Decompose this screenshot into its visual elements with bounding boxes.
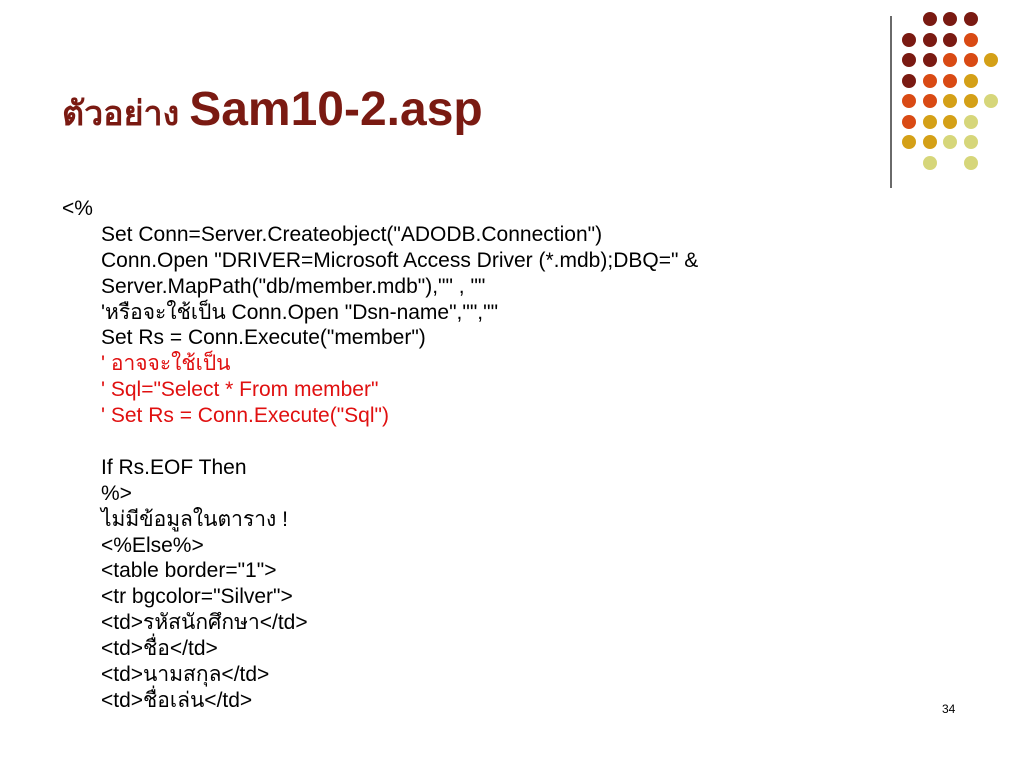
decorative-dot	[922, 73, 937, 88]
code-line: Server.MapPath("db/member.mdb"),"" , ""	[101, 274, 486, 298]
code-line: Conn.Open "DRIVER=Microsoft Access Drive…	[101, 248, 699, 272]
decorative-dot	[943, 53, 957, 67]
decorative-dot	[963, 135, 978, 149]
decorative-dot	[922, 135, 937, 149]
decorative-dot	[922, 114, 937, 129]
code-line: %>	[101, 481, 132, 505]
decorative-dot	[922, 53, 937, 67]
code-line: <td>รหัสนักศึกษา</td>	[101, 611, 308, 635]
decorative-dot	[943, 94, 957, 108]
code-line: 'หรือจะใช้เป็น Conn.Open "Dsn-name","","…	[101, 300, 499, 324]
decorative-dot	[984, 53, 998, 67]
decorative-dot	[943, 135, 957, 149]
code-line: Set Rs = Conn.Execute("member")	[101, 326, 426, 350]
decorative-dot-grid	[902, 12, 1012, 172]
decorative-dot	[963, 73, 978, 88]
code-comment-line: ' Set Rs = Conn.Execute("Sql")	[101, 404, 389, 428]
code-line: <td>ชื่อ</td>	[101, 637, 218, 661]
code-line: <table border="1">	[101, 559, 277, 583]
decorative-dot	[902, 135, 916, 149]
decorative-dot	[922, 12, 937, 26]
decorative-dot	[922, 155, 937, 170]
decorative-dot	[943, 114, 957, 129]
code-line: <%Else%>	[101, 533, 204, 557]
decorative-dot	[902, 73, 916, 88]
code-line: <%	[62, 197, 93, 220]
code-line: <td>ชื่อเล่น</td>	[101, 688, 253, 712]
decorative-dot	[902, 114, 916, 129]
decorative-divider-line	[890, 16, 892, 188]
code-line: ไม่มีข้อมูลในตาราง !	[101, 507, 288, 531]
code-line: <td>นามสกุล</td>	[101, 663, 270, 687]
code-line: Set Conn=Server.Createobject("ADODB.Conn…	[101, 222, 603, 246]
code-line	[62, 429, 892, 455]
decorative-dot	[963, 12, 978, 26]
decorative-dot	[902, 53, 916, 67]
decorative-dot	[963, 155, 978, 170]
decorative-dot	[943, 73, 957, 88]
code-comment-line: ' อาจจะใช้เป็น	[101, 352, 231, 376]
code-line: If Rs.EOF Then	[101, 455, 247, 479]
decorative-dot	[984, 94, 998, 108]
slide-title-thai: ตัวอย่าง	[62, 94, 180, 134]
decorative-dot	[963, 94, 978, 108]
code-comment-line: ' Sql="Select * From member"	[101, 378, 379, 402]
code-line: <tr bgcolor="Silver">	[101, 585, 293, 609]
decorative-dot	[922, 32, 937, 47]
decorative-dot	[943, 32, 957, 47]
decorative-dot	[902, 32, 916, 47]
decorative-dot	[922, 94, 937, 108]
slide-title-main: Sam10-2.asp	[189, 83, 483, 136]
decorative-dot	[963, 114, 978, 129]
decorative-dot	[902, 94, 916, 108]
decorative-dot	[963, 53, 978, 67]
decorative-dot	[943, 12, 957, 26]
decorative-dot	[963, 32, 978, 47]
page-number: 34	[942, 702, 956, 716]
code-listing: <% Set Conn=Server.Createobject("ADODB.Co…	[62, 196, 892, 714]
